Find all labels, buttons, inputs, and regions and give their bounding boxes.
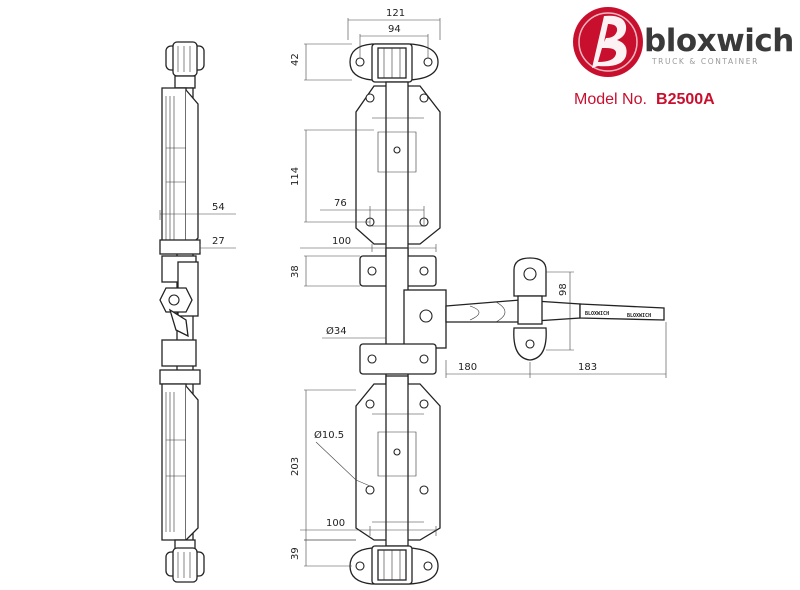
lower-bracket	[359, 343, 437, 375]
dim-bottom-keeper-height: 39	[290, 547, 301, 560]
brand-tagline: TRUCK & CONTAINER	[651, 57, 759, 66]
dim-bar-diameter: Ø34	[326, 325, 347, 337]
dim-top-overall-width: 121	[386, 8, 405, 19]
brand-name: bloxwich	[644, 23, 794, 59]
handle-marking-2: BLOXWICH	[627, 313, 651, 319]
dim-top-hole-spacing: 94	[388, 24, 401, 35]
dim-bracket-width: 100	[332, 236, 351, 247]
handle-marking-1: BLOXWICH	[585, 311, 609, 317]
dim-bracket-height: 38	[290, 265, 301, 278]
dim-handle-pivot-height: 98	[558, 283, 569, 296]
dim-upper-guide-hole-spacing: 76	[334, 198, 347, 209]
front-view: BLOXWICH BLOXWICH	[349, 43, 665, 585]
handle	[445, 299, 581, 323]
bloxwich-logo: bloxwich TRUCK & CONTAINER	[573, 7, 794, 77]
dim-hole-diameter: Ø10.5	[314, 429, 344, 441]
dim-side-bar-offset: 27	[212, 236, 225, 247]
side-view	[159, 41, 205, 583]
logo-badge-ring	[578, 12, 638, 72]
dim-lower-guide-height: 203	[290, 457, 301, 476]
model-label: Model No.	[574, 91, 647, 108]
model-line: Model No. B2500A	[574, 89, 715, 108]
dim-upper-guide-height: 114	[290, 167, 301, 186]
dim-handle-length: 183	[578, 362, 597, 373]
dimension-lines	[159, 18, 667, 567]
dimension-labels: 121 94 42 114 76 100 38 Ø34 Ø10.5 203 10…	[212, 8, 597, 560]
dim-handle-reach: 180	[458, 362, 477, 373]
dim-lower-guide-hole-spacing: 100	[326, 518, 345, 529]
dim-side-depth: 54	[212, 202, 225, 213]
model-number: B2500A	[656, 91, 715, 108]
dim-top-keeper-height: 42	[290, 53, 301, 66]
logo-b-inner	[598, 24, 618, 62]
